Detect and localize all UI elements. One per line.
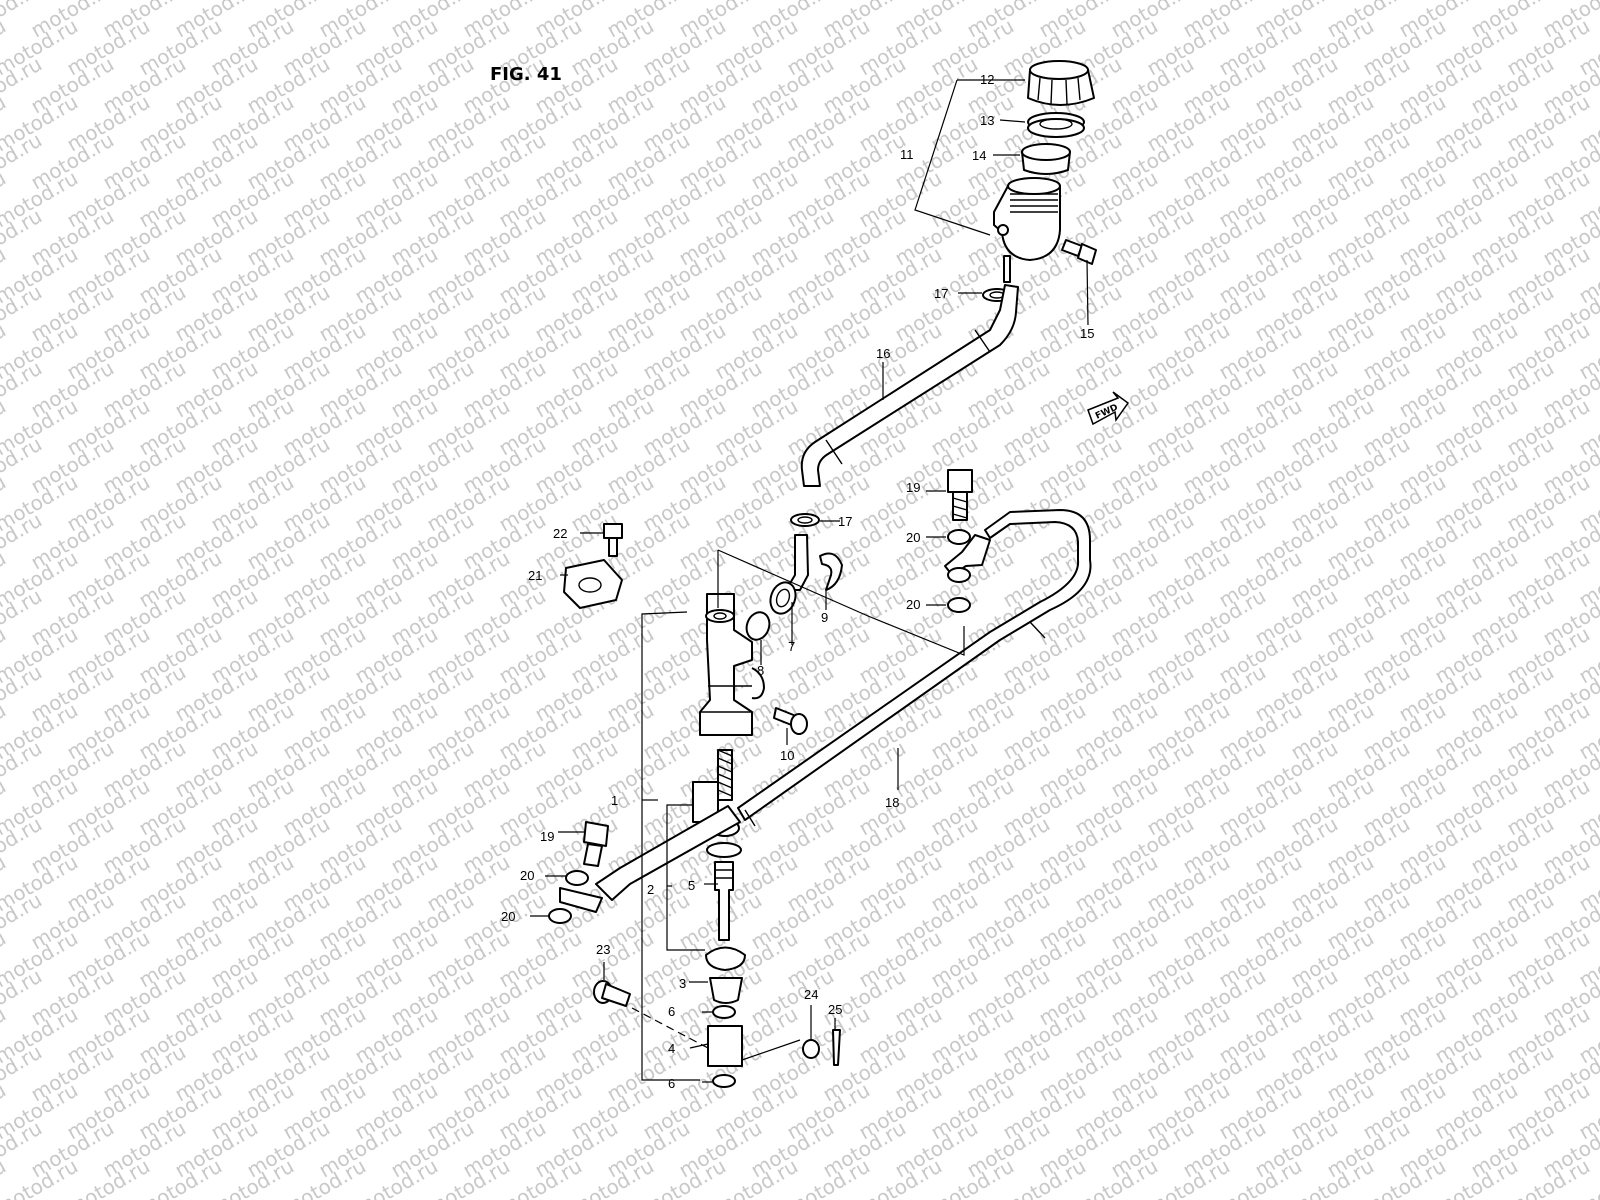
callout-15: 15 [1080,326,1094,341]
callout-6-lower: 6 [668,1076,675,1091]
callout-16: 16 [876,346,890,361]
callout-13: 13 [980,113,994,128]
callout-2: 2 [647,882,654,897]
callout-17-lower: 17 [838,514,852,529]
callout-6-upper: 6 [668,1004,675,1019]
callout-25: 25 [828,1002,842,1017]
callout-10: 10 [780,748,794,763]
cotter-pin [832,1029,841,1066]
hose-clamp-lower [790,513,820,527]
sealing-washer-20d [565,870,589,886]
sealing-washer-20b [947,567,971,583]
callout-7: 7 [788,639,795,654]
clevis [707,1025,743,1067]
callout-21: 21 [528,568,542,583]
callout-20c: 20 [520,868,534,883]
callout-3: 3 [679,976,686,991]
callout-14: 14 [972,148,986,163]
sealing-washer-20c [947,597,971,613]
reservoir-diaphragm [1021,143,1071,175]
callout-11: 11 [900,147,914,162]
callout-5: 5 [688,878,695,893]
callout-8: 8 [757,663,764,678]
callout-4: 4 [668,1041,675,1056]
washer-24 [802,1039,820,1059]
callout-17-upper: 17 [934,286,948,301]
reservoir-plate [1027,112,1085,138]
piston-ring [706,842,742,858]
callout-19-lower: 19 [540,829,554,844]
callout-1: 1 [611,793,618,808]
callout-24: 24 [804,987,818,1002]
callout-12: 12 [980,72,994,87]
reservoir-cap [1027,60,1095,106]
lock-nut-lower [712,1074,736,1088]
snap-ring [705,946,746,971]
sealing-washer-20a [947,529,971,545]
sealing-washer-20e [548,908,572,924]
callout-18: 18 [885,795,899,810]
lock-nut-upper [712,1005,736,1019]
callout-19-upper: 19 [906,480,920,495]
callout-23: 23 [596,942,610,957]
callout-9: 9 [821,610,828,625]
callout-20b: 20 [906,597,920,612]
callout-20d: 20 [501,909,515,924]
callout-22: 22 [553,526,567,541]
figure-title: FIG. 41 [490,64,562,85]
callout-20a: 20 [906,530,920,545]
watermark-text: motod.ru [1575,0,1600,4]
dust-boot [709,977,743,1004]
